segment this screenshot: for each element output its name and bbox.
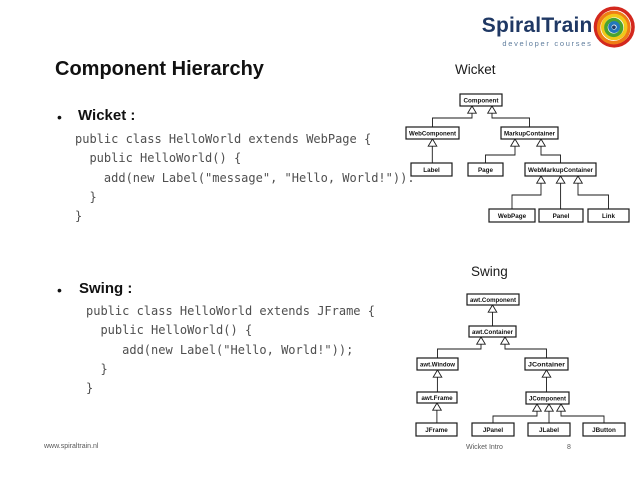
inheritance-arrow [572, 175, 584, 184]
diagram-title-wicket: Wicket [455, 62, 496, 77]
footer-site-url: www.spiraltrain.nl [44, 443, 99, 450]
logo: SpiralTrain developer courses [468, 4, 636, 52]
svg-text:JPanel: JPanel [483, 427, 504, 434]
svg-text:Panel: Panel [553, 213, 570, 220]
inheritance-arrow [535, 138, 547, 147]
inheritance-arrow [509, 138, 521, 147]
logo-text: SpiralTrain developer courses [468, 14, 593, 48]
node-awt-window: awt.Window [416, 357, 459, 371]
node-webmarkupcontainer: WebMarkupContainer [524, 162, 597, 177]
svg-text:awt.Frame: awt.Frame [421, 395, 453, 402]
node-webcomponent: WebComponent [405, 126, 460, 140]
node-jpanel: JPanel [471, 422, 515, 437]
footer-page-number: 8 [567, 444, 571, 451]
node-awt-frame: awt.Frame [416, 391, 458, 404]
inheritance-arrow [486, 105, 498, 114]
svg-text:Page: Page [478, 167, 494, 174]
inheritance-arrow [487, 304, 498, 313]
svg-text:Label: Label [423, 167, 440, 174]
inheritance-arrow [535, 175, 547, 184]
wicket-hierarchy-diagram: Component WebComponent MarkupContainer L… [405, 93, 630, 223]
bullet-dot: • [57, 282, 62, 298]
inheritance-arrow [531, 403, 543, 412]
node-markupcontainer: MarkupContainer [500, 126, 559, 140]
inheritance-arrow [432, 369, 443, 378]
svg-text:Component: Component [464, 97, 500, 104]
svg-text:awt.Container: awt.Container [472, 329, 514, 336]
bullet-label-wicket: Wicket : [78, 107, 136, 124]
brand-name: SpiralTrain [481, 14, 593, 37]
node-jcontainer: JContainer [524, 357, 569, 371]
svg-text:WebPage: WebPage [498, 213, 527, 220]
inheritance-arrow [475, 336, 487, 345]
node-jframe: JFrame [415, 422, 458, 437]
node-panel: Panel [538, 208, 584, 223]
node-webpage: WebPage [488, 208, 536, 223]
inheritance-arrow [555, 175, 566, 184]
svg-text:awt.Component: awt.Component [470, 297, 517, 304]
svg-text:MarkupContainer: MarkupContainer [504, 130, 556, 137]
inheritance-arrow [541, 369, 552, 378]
footer-course-name: Wicket Intro [466, 444, 503, 451]
svg-text:JContainer: JContainer [528, 361, 566, 368]
node-jcomponent: JComponent [525, 391, 570, 405]
inheritance-arrow [499, 336, 511, 345]
spiral-logo-icon [593, 6, 635, 48]
svg-text:JFrame: JFrame [425, 427, 448, 434]
inheritance-arrow [431, 402, 443, 411]
bullet-label-swing: Swing : [79, 280, 133, 297]
inheritance-arrow [466, 105, 478, 114]
inheritance-arrow [427, 138, 438, 147]
code-block-wicket: public class HelloWorld extends WebPage … [75, 132, 415, 224]
node-label: Label [410, 162, 453, 177]
svg-text:WebComponent: WebComponent [409, 130, 457, 137]
swing-connectors [431, 304, 605, 423]
node-awt-component: awt.Component [466, 293, 520, 306]
inheritance-arrow [555, 403, 567, 412]
svg-text:awt.Window: awt.Window [420, 361, 455, 368]
svg-text:JButton: JButton [592, 427, 616, 434]
bullet-dot: • [57, 109, 62, 125]
svg-text:WebMarkupContainer: WebMarkupContainer [528, 167, 594, 174]
node-jlabel: JLabel [527, 422, 571, 437]
node-jbutton: JButton [582, 422, 626, 437]
node-link: Link [587, 208, 630, 223]
node-component: Component [459, 93, 503, 107]
inheritance-arrow [543, 403, 555, 412]
diagram-title-swing: Swing [471, 264, 508, 279]
node-awt-container: awt.Container [468, 325, 517, 338]
brand-tagline: developer courses [502, 39, 593, 48]
wicket-connectors [427, 105, 609, 209]
svg-text:Link: Link [602, 213, 615, 220]
svg-text:JComponent: JComponent [529, 395, 567, 402]
node-page: Page [467, 162, 504, 177]
code-block-swing: public class HelloWorld extends JFrame {… [86, 304, 375, 396]
swing-hierarchy-diagram: awt.Component awt.Container awt.Window J… [415, 293, 626, 437]
svg-text:JLabel: JLabel [539, 427, 559, 434]
page-title: Component Hierarchy [55, 58, 264, 80]
